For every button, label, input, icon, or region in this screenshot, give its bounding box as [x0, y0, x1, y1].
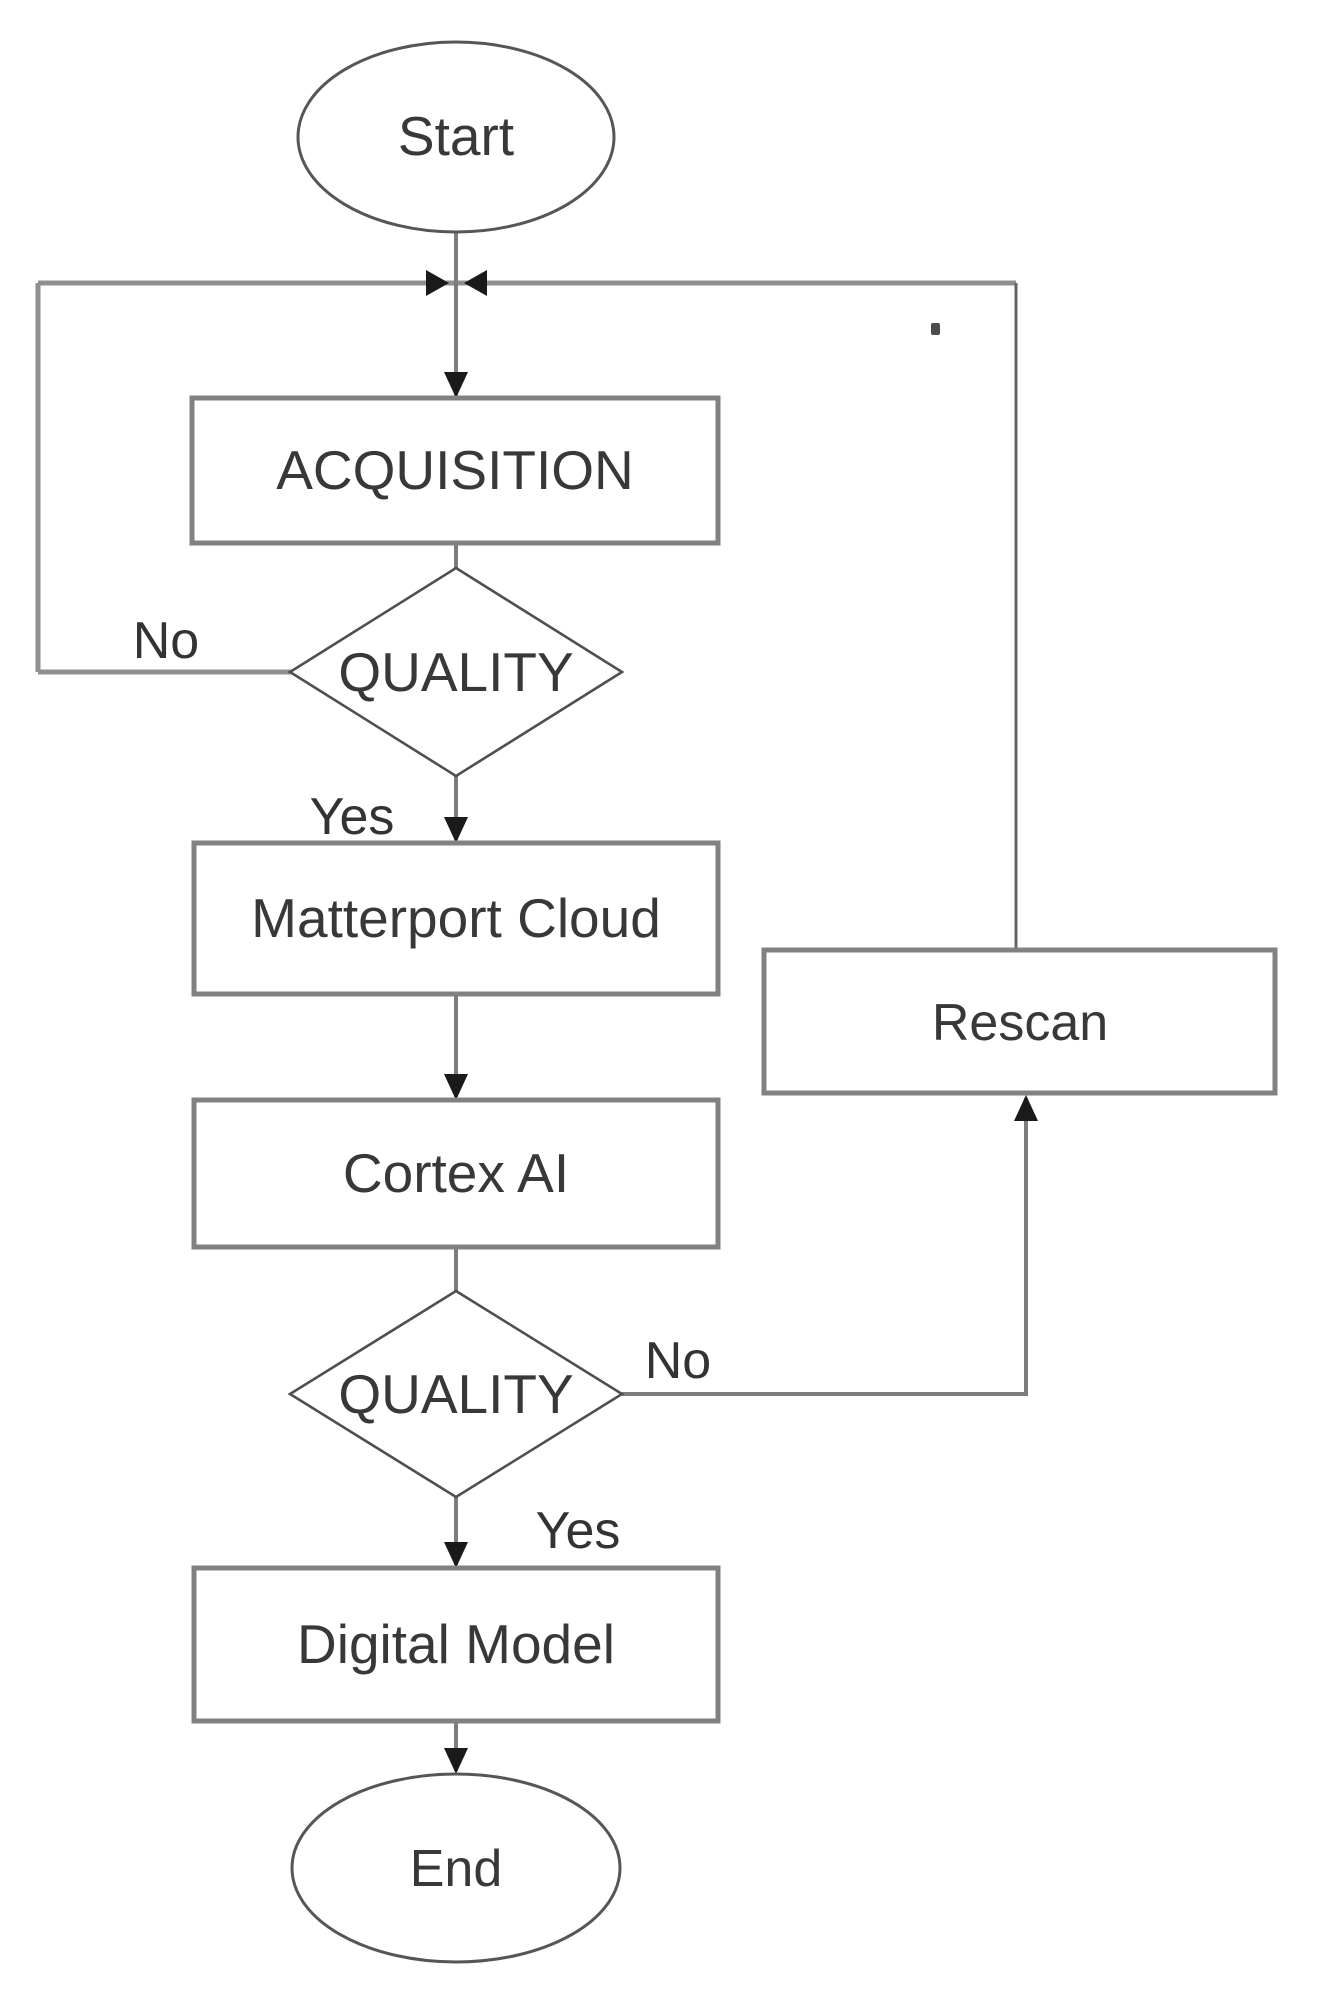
acquisition-label: ACQUISITION — [276, 439, 634, 501]
node-quality2: QUALITY — [287, 1289, 625, 1499]
acquisition-process-shape — [189, 395, 721, 546]
arrow-into-acquisition — [444, 372, 468, 398]
node-end: End — [290, 1772, 622, 1964]
start-label: Start — [398, 105, 514, 167]
quality1-no-label: No — [133, 612, 199, 670]
node-quality1: QUALITY — [287, 566, 625, 778]
end-label: End — [410, 1840, 503, 1898]
arrow-into-digital — [444, 1542, 468, 1568]
arrow-left-loop-into-junction — [426, 270, 449, 296]
matterport-process-shape — [191, 840, 721, 997]
edges — [35, 232, 1028, 1771]
arrow-into-end — [444, 1748, 468, 1774]
quality2-no-label: No — [645, 1332, 711, 1390]
arrow-into-matterport — [444, 817, 468, 843]
rescan-process-shape — [761, 947, 1278, 1096]
end-terminator-shape — [290, 1772, 622, 1964]
quality2-label: QUALITY — [338, 1363, 573, 1425]
quality1-label: QUALITY — [338, 641, 573, 703]
start-terminator-shape — [296, 40, 616, 234]
node-rescan: Rescan — [761, 947, 1278, 1096]
node-digital: Digital Model — [191, 1565, 721, 1724]
speck-artifact — [931, 323, 940, 335]
digital-process-shape — [191, 1565, 721, 1724]
edge-labels: No Yes No Yes — [133, 612, 711, 1560]
arrow-into-cortex — [444, 1074, 468, 1100]
arrow-right-loop-into-junction — [464, 270, 487, 296]
cortex-label: Cortex AI — [343, 1142, 569, 1204]
arrowheads — [426, 270, 1038, 1774]
digital-label: Digital Model — [297, 1613, 615, 1675]
edge-quality2-no-to-rescan — [622, 1098, 1028, 1396]
node-cortex: Cortex AI — [191, 1097, 721, 1250]
rescan-label: Rescan — [932, 994, 1108, 1052]
cortex-process-shape — [191, 1097, 721, 1250]
node-acquisition: ACQUISITION — [189, 395, 721, 546]
quality2-yes-label: Yes — [536, 1502, 621, 1560]
matterport-label: Matterport Cloud — [251, 887, 661, 949]
quality2-decision-shape — [287, 1289, 625, 1499]
node-start: Start — [296, 40, 616, 234]
quality1-decision-shape — [287, 566, 625, 778]
node-matterport: Matterport Cloud — [191, 840, 721, 997]
quality1-yes-label: Yes — [310, 788, 395, 846]
arrow-into-rescan — [1014, 1095, 1038, 1121]
